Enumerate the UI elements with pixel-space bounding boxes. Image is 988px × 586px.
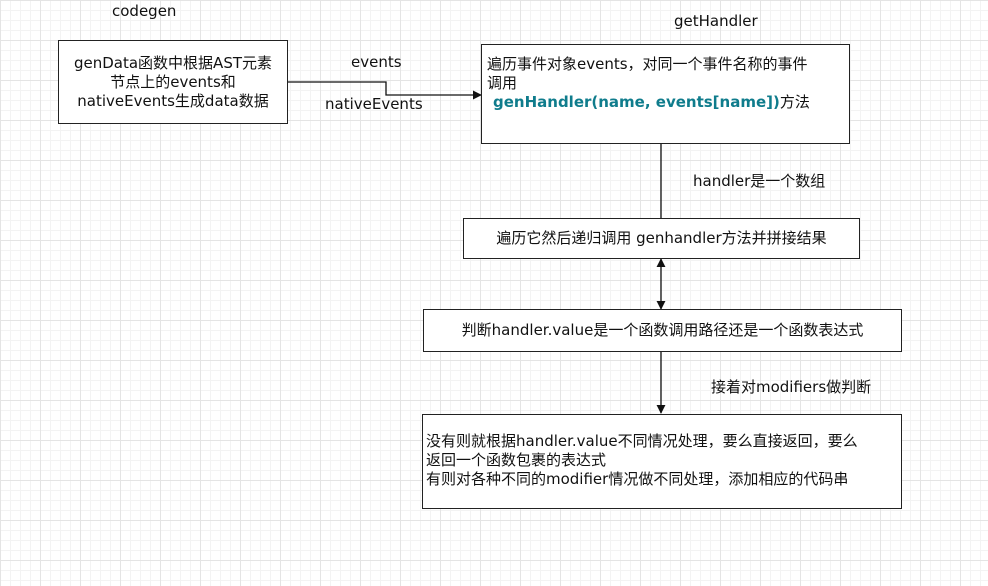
gen-handler-call-suffix: 方法 xyxy=(779,93,810,111)
iterate-events-node: 遍历事件对象events，对同一个事件名称的事件 调用 genHandler(n… xyxy=(481,44,850,144)
native-events-edge-label: nativeEvents xyxy=(325,95,423,113)
edge-gendata-to-getHandler xyxy=(287,81,482,100)
gendata-node: genData函数中根据AST元素 节点上的events和 nativeEven… xyxy=(58,40,288,124)
gen-handler-call-code: genHandler(name, events[name]) xyxy=(493,93,780,111)
gendata-node-line-2: 节点上的events和 xyxy=(110,72,236,91)
modifiers-node-line-3: 有则对各种不同的modifier情况做不同处理，添加相应的代码串 xyxy=(426,470,849,488)
iterate-events-line-2: 调用 xyxy=(487,74,518,92)
modifiers-node: 没有则就根据handler.value不同情况处理，要么直接返回，要么 返回一个… xyxy=(422,414,902,509)
handler-array-edge-label: handler是一个数组 xyxy=(693,172,826,190)
events-edge-label: events xyxy=(351,53,402,71)
recursive-node-text: 遍历它然后递归调用 genhandler方法并拼接结果 xyxy=(496,229,827,247)
gendata-node-line-3: nativeEvents生成data数据 xyxy=(77,91,269,110)
recursive-node: 遍历它然后递归调用 genhandler方法并拼接结果 xyxy=(463,218,860,259)
gendata-node-line-1: genData函数中根据AST元素 xyxy=(73,53,273,72)
modifiers-node-line-2: 返回一个函数包裹的表达式 xyxy=(426,451,607,469)
judge-value-node-text: 判断handler.value是一个函数调用路径还是一个函数表达式 xyxy=(461,321,864,339)
iterate-events-line-3: genHandler(name, events[name])方法 xyxy=(487,93,844,112)
judge-value-node: 判断handler.value是一个函数调用路径还是一个函数表达式 xyxy=(423,309,902,352)
codegen-label: codegen xyxy=(112,2,177,20)
modifiers-node-line-1: 没有则就根据handler.value不同情况处理，要么直接返回，要么 xyxy=(426,432,858,450)
iterate-events-line-1: 遍历事件对象events，对同一个事件名称的事件 xyxy=(487,55,808,73)
modifiers-check-edge-label: 接着对modifiers做判断 xyxy=(711,378,872,396)
gethandler-label: getHandler xyxy=(674,12,758,30)
